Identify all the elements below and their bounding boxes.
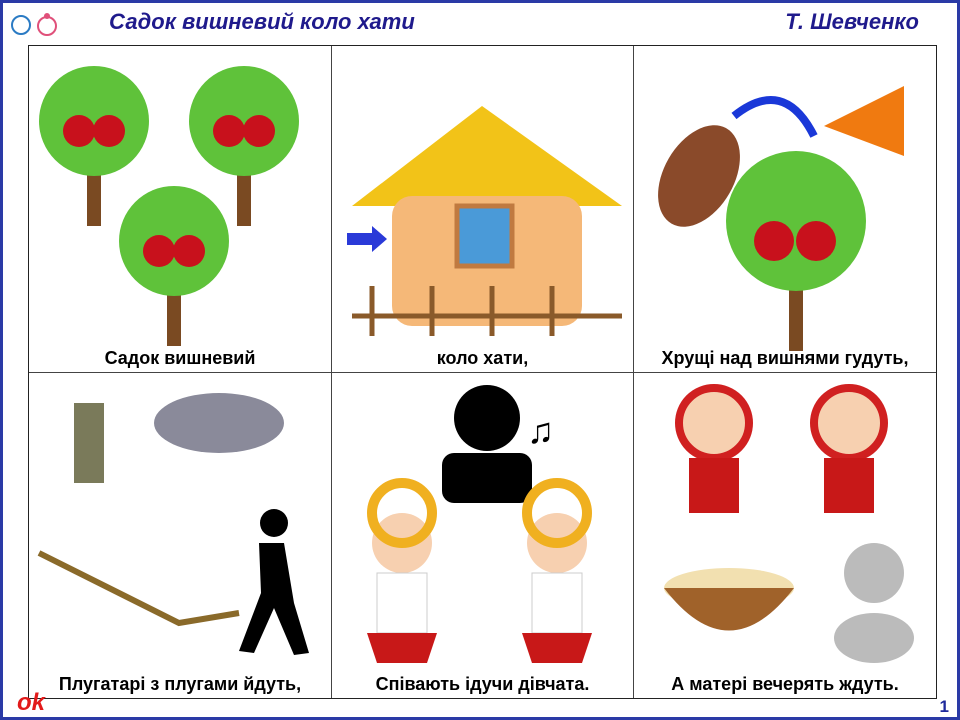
caption: А матері вечерять ждуть. [671,674,899,694]
caption: Садок вишневий [104,348,256,368]
author: Т. Шевченко [785,9,919,34]
walking-person-icon [239,509,309,655]
caption: Плугатарі з плугами йдуть, [58,674,302,694]
page-number: 1 [939,697,949,716]
kids-faces-icon [11,13,57,36]
dumplings-bowl-icon [664,568,794,631]
arrow-icon [347,226,387,252]
cell-mothers: А матері вечерять ждуть. [634,373,936,698]
dancing-girl-icon [522,478,592,663]
moon-icon [653,508,684,546]
cherry-tree-icon [39,66,299,346]
ukrainian-woman-icon [675,384,753,513]
dancing-girl-icon [367,478,437,663]
caption: Хрущі над вишнями гудуть, [661,348,909,368]
plowman-icon [154,393,284,453]
house-icon [347,106,622,336]
cell-house: коло хати, [332,46,634,373]
ukrainian-woman-icon [810,384,888,513]
slide-title: Садок вишневий коло хати [109,9,415,34]
beetle-icon [658,125,740,227]
cell-plowmen: Плугатарі з плугами йдуть, [29,373,332,698]
cherry-tree-icon [726,151,866,351]
cell-cherry-orchard: Садок вишневий [29,46,332,373]
waiting-figure-icon [834,543,914,663]
megaphone-icon [824,86,904,156]
ok-logo: ok [17,689,46,716]
caption: Співають ідучи дівчата. [375,674,590,694]
plow-icon [37,550,240,627]
picture-grid: Садок вишневий коло хати, Хрущі над вишн… [28,45,937,699]
caption: коло хати, [436,348,529,368]
music-notes-icon: ♫ [527,410,554,451]
cell-singing-girls: ♫ Співають ідучи дівчата. [332,373,634,698]
singer-icon [442,385,532,503]
cell-beetles: Хрущі над вишнями гудуть, [634,46,936,373]
